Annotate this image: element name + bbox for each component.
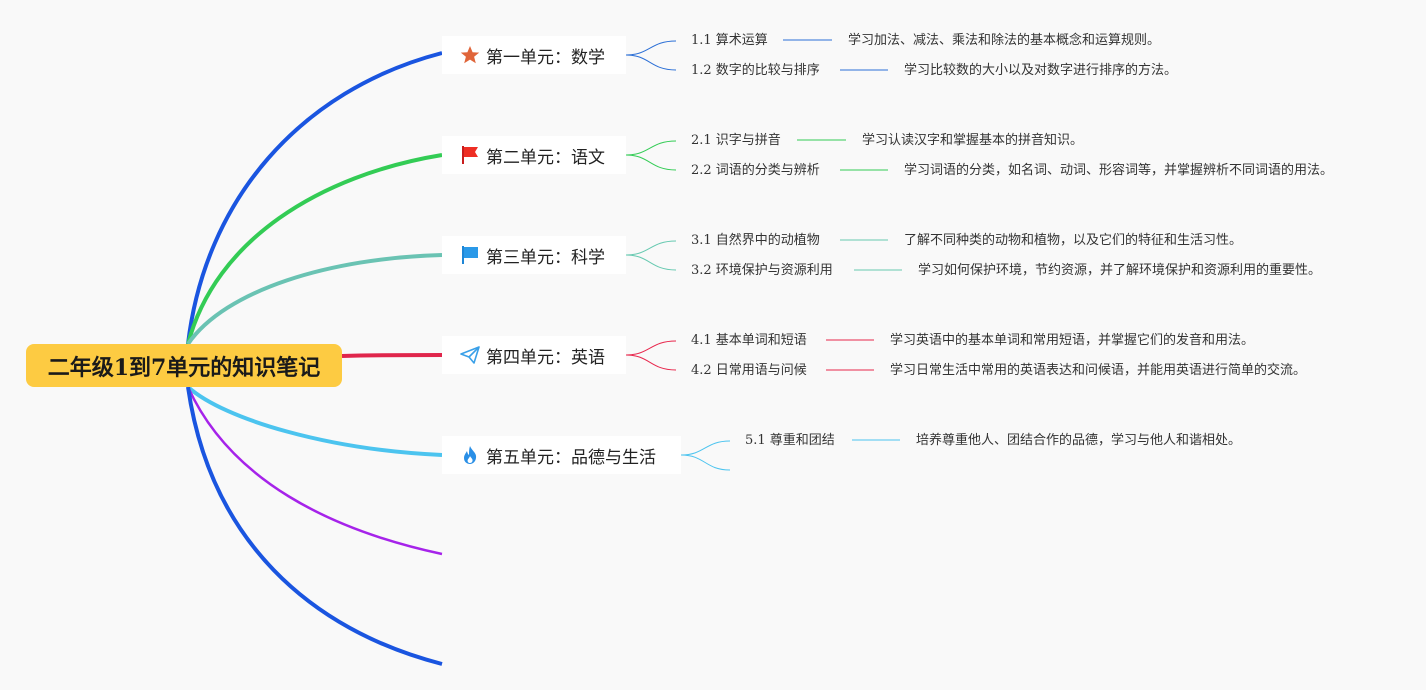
branch-line-unit-4 <box>341 353 443 358</box>
topic-2-2[interactable]: 2.2 词语的分类与辨析 <box>691 163 820 178</box>
desc-4-2[interactable]: 学习日常生活中常用的英语表达和问候语，并能用英语进行简单的交流。 <box>890 363 1307 378</box>
branch-line-unit-2 <box>186 153 443 345</box>
branch-line-unit-6 <box>186 386 443 556</box>
desc-2-2[interactable]: 学习词语的分类，如名词、动词、形容词等，并掌握辨析不同词语的用法。 <box>904 163 1334 178</box>
unit-2-title: 第二单元：语文 <box>486 147 605 168</box>
desc-3-2[interactable]: 学习如何保护环境，节约资源，并了解环境保护和资源利用的重要性。 <box>918 263 1322 278</box>
desc-1-1[interactable]: 学习加法、减法、乘法和除法的基本概念和运算规则。 <box>848 33 1161 48</box>
unit-3-title: 第三单元：科学 <box>486 247 605 268</box>
topic-5-1[interactable]: 5.1 尊重和团结 <box>745 433 835 448</box>
topic-4-1[interactable]: 4.1 基本单词和短语 <box>691 333 807 348</box>
root-title: 二年级1到7单元的知识笔记 <box>47 354 321 381</box>
unit-5-node[interactable]: 第五单元：品德与生活 <box>442 436 681 474</box>
topic-2-1[interactable]: 2.1 识字与拼音 <box>691 133 781 148</box>
branch-line-unit-5 <box>186 385 443 457</box>
flag-icon <box>460 145 480 165</box>
unit-4-title: 第四单元：英语 <box>486 347 605 368</box>
unit-4-node[interactable]: 第四单元：英语 <box>442 336 626 374</box>
branch-line-unit-3 <box>186 253 443 346</box>
branch-line-unit-1 <box>186 51 443 345</box>
desc-1-2[interactable]: 学习比较数的大小以及对数字进行排序的方法。 <box>904 63 1178 78</box>
topic-3-1[interactable]: 3.1 自然界中的动植物 <box>691 233 820 248</box>
unit-2-node[interactable]: 第二单元：语文 <box>442 136 626 174</box>
desc-2-1[interactable]: 学习认读汉字和掌握基本的拼音知识。 <box>862 133 1084 148</box>
star-icon <box>460 45 480 65</box>
unit-1-node[interactable]: 第一单元：数学 <box>442 36 626 74</box>
paper-plane-icon <box>460 345 480 365</box>
topic-1-2[interactable]: 1.2 数字的比较与排序 <box>691 63 820 78</box>
root-topic[interactable]: 二年级1到7单元的知识笔记 <box>26 344 342 387</box>
desc-3-1[interactable]: 了解不同种类的动物和植物，以及它们的特征和生活习性。 <box>904 233 1243 248</box>
topic-4-2[interactable]: 4.2 日常用语与问候 <box>691 363 807 378</box>
unit-3-node[interactable]: 第三单元：科学 <box>442 236 626 274</box>
topic-1-1[interactable]: 1.1 算术运算 <box>691 33 768 48</box>
branch-line-unit-7 <box>186 386 443 666</box>
flame-icon <box>460 445 480 465</box>
unit-1-title: 第一单元：数学 <box>486 47 605 68</box>
blue-flag-icon <box>460 245 480 265</box>
desc-5-1[interactable]: 培养尊重他人、团结合作的品德，学习与他人和谐相处。 <box>916 433 1242 448</box>
topic-3-2[interactable]: 3.2 环境保护与资源利用 <box>691 263 833 278</box>
desc-4-1[interactable]: 学习英语中的基本单词和常用短语，并掌握它们的发音和用法。 <box>890 333 1255 348</box>
unit-5-title: 第五单元：品德与生活 <box>486 447 656 468</box>
